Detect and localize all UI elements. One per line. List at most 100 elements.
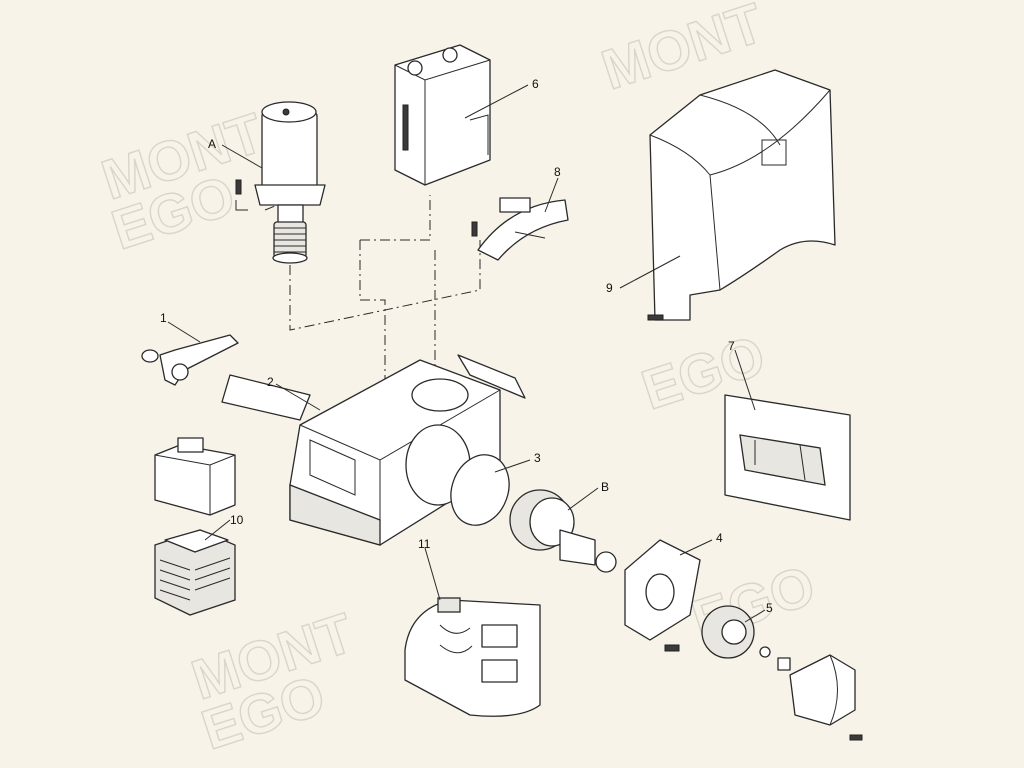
pinion-part-5 xyxy=(701,605,791,671)
leader-4 xyxy=(679,539,713,556)
leader-7 xyxy=(734,349,756,411)
pinion-guard-body xyxy=(789,654,856,726)
relay-block-edges xyxy=(154,454,236,515)
motor-top-screw xyxy=(282,108,290,116)
guide-line-2 xyxy=(360,195,431,241)
motor-body xyxy=(261,111,318,193)
callout-a: A xyxy=(208,137,216,151)
callout-4: 4 xyxy=(716,531,723,545)
leader-b xyxy=(567,487,599,511)
pinion-guard xyxy=(789,654,863,741)
gasket-strip-left xyxy=(221,374,311,421)
shaft-bearing xyxy=(595,551,617,573)
pinion-nut xyxy=(777,657,791,671)
control-unit-knob-1 xyxy=(407,60,423,76)
callout-11: 11 xyxy=(418,537,431,551)
pinion-guard-screw xyxy=(849,734,863,741)
relay-block xyxy=(154,437,236,516)
callout-6: 6 xyxy=(532,77,539,91)
leader-6 xyxy=(464,84,529,119)
worm-gear-shaft xyxy=(559,529,596,566)
leader-5 xyxy=(744,609,766,623)
transformer-top xyxy=(164,529,229,553)
motor-flange xyxy=(254,184,326,206)
board-detail-wires xyxy=(439,624,473,654)
control-unit-part-6 xyxy=(394,44,491,186)
control-unit-edges xyxy=(394,59,491,185)
control-unit-clip xyxy=(469,114,489,155)
motor-part-a xyxy=(235,101,326,264)
base-housing-gear-seat xyxy=(411,378,469,412)
motor-screw xyxy=(235,179,242,195)
leader-a xyxy=(221,144,263,169)
release-lever-pivot xyxy=(171,363,189,381)
pinion-washer xyxy=(759,646,771,658)
flange-plate-hole xyxy=(645,573,675,611)
leader-11 xyxy=(424,547,441,601)
callout-8: 8 xyxy=(554,165,561,179)
limit-bracket-part-8 xyxy=(471,197,569,261)
guide-line-3 xyxy=(359,240,386,440)
cover-slot xyxy=(761,139,787,166)
cover-front-edge xyxy=(649,134,721,291)
callout-10: 10 xyxy=(230,513,244,527)
limit-bracket-arc xyxy=(477,199,569,261)
board-detail-connector-1 xyxy=(437,597,461,613)
base-housing-compartment xyxy=(309,439,356,496)
inset-bracket-detail xyxy=(754,440,806,481)
base-housing xyxy=(289,359,501,546)
release-lever-body xyxy=(159,334,239,386)
leader-1 xyxy=(167,321,201,343)
transformer-part-10 xyxy=(154,529,236,616)
limit-bracket-screw xyxy=(471,221,478,237)
cover-part-9 xyxy=(647,69,836,321)
callout-5: 5 xyxy=(766,601,773,615)
flange-plate-part-4 xyxy=(624,539,701,652)
pinion-guard-curve xyxy=(829,654,838,726)
release-lever-key xyxy=(141,349,159,363)
cover-top-ridges xyxy=(699,89,831,176)
release-lever-part-1 xyxy=(141,334,239,386)
o-ring-part-3 xyxy=(450,454,510,526)
watermark-group: MONT EGO MONT EGO MONT EGO EGO xyxy=(94,0,823,762)
leader-10 xyxy=(204,519,231,541)
callout-7: 7 xyxy=(728,339,735,353)
callout-1: 1 xyxy=(160,311,167,325)
control-unit-knob-2 xyxy=(442,47,458,63)
callout-b: B xyxy=(601,480,609,494)
callout-2: 2 xyxy=(267,375,274,389)
board-detail-part-11 xyxy=(404,597,541,717)
leader-9 xyxy=(619,255,681,289)
motor-shaft-end xyxy=(272,252,308,264)
gasket-strip-right xyxy=(457,354,526,399)
callout-9: 9 xyxy=(606,281,613,295)
limit-bracket-block xyxy=(499,197,531,213)
cover-screw xyxy=(647,314,664,321)
transformer-laminations xyxy=(159,557,231,601)
motor-neck xyxy=(277,204,304,224)
relay-block-top xyxy=(177,437,204,453)
pinion-hub xyxy=(721,619,747,645)
inset-detail-part-7 xyxy=(724,394,851,521)
motor-screw-bracket xyxy=(235,200,248,211)
cover-body xyxy=(649,69,836,321)
base-housing-foot xyxy=(289,484,381,546)
worm-gear-part-b xyxy=(509,489,617,573)
leader-3 xyxy=(494,459,531,473)
relay-block-body xyxy=(154,444,236,516)
board-detail-module-1 xyxy=(481,624,518,648)
leader-lines xyxy=(167,84,766,623)
control-unit-terminal xyxy=(402,104,409,151)
control-unit-body xyxy=(394,44,491,186)
flange-plate-screw xyxy=(664,644,680,652)
leader-2 xyxy=(275,383,321,411)
board-detail-module-2 xyxy=(481,659,518,683)
board-detail-frame xyxy=(404,599,541,717)
limit-bracket-rod xyxy=(514,231,546,239)
callout-3: 3 xyxy=(534,451,541,465)
callout-labels: A 6 8 9 1 7 2 3 B 10 4 11 5 xyxy=(160,77,773,615)
worm-threads xyxy=(274,227,306,253)
leader-8 xyxy=(544,177,559,213)
